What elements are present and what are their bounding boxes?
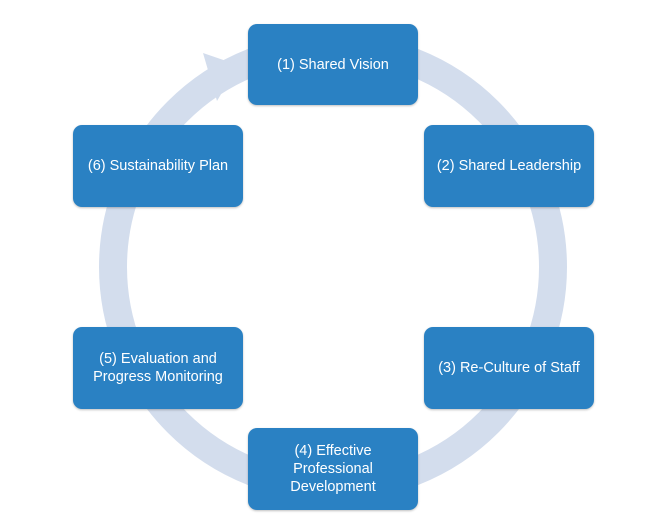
step-effective-professional-development: (4) Effective Professional Development <box>248 428 418 510</box>
step-label: (1) Shared Vision <box>277 56 389 73</box>
cycle-arrowhead-icon <box>203 53 238 101</box>
step-label: (6) Sustainability Plan <box>87 158 229 174</box>
step-re-culture-of-staff: (3) Re-Culture of Staff <box>424 327 594 409</box>
step-label: (3) Re-Culture of Staff <box>438 360 580 376</box>
step-label: (5) Evaluation and Progress Monitoring <box>93 351 223 385</box>
step-label: (4) Effective Professional Development <box>290 443 376 495</box>
step-shared-leadership: (2) Shared Leadership <box>424 125 594 207</box>
step-sustainability-plan: (6) Sustainability Plan <box>73 125 243 207</box>
cycle-ring-circle <box>99 33 567 501</box>
step-shared-vision: (1) Shared Vision <box>248 24 418 105</box>
step-evaluation-and-progress-monitoring: (5) Evaluation and Progress Monitoring <box>73 327 243 409</box>
step-label: (2) Shared Leadership <box>436 158 582 174</box>
